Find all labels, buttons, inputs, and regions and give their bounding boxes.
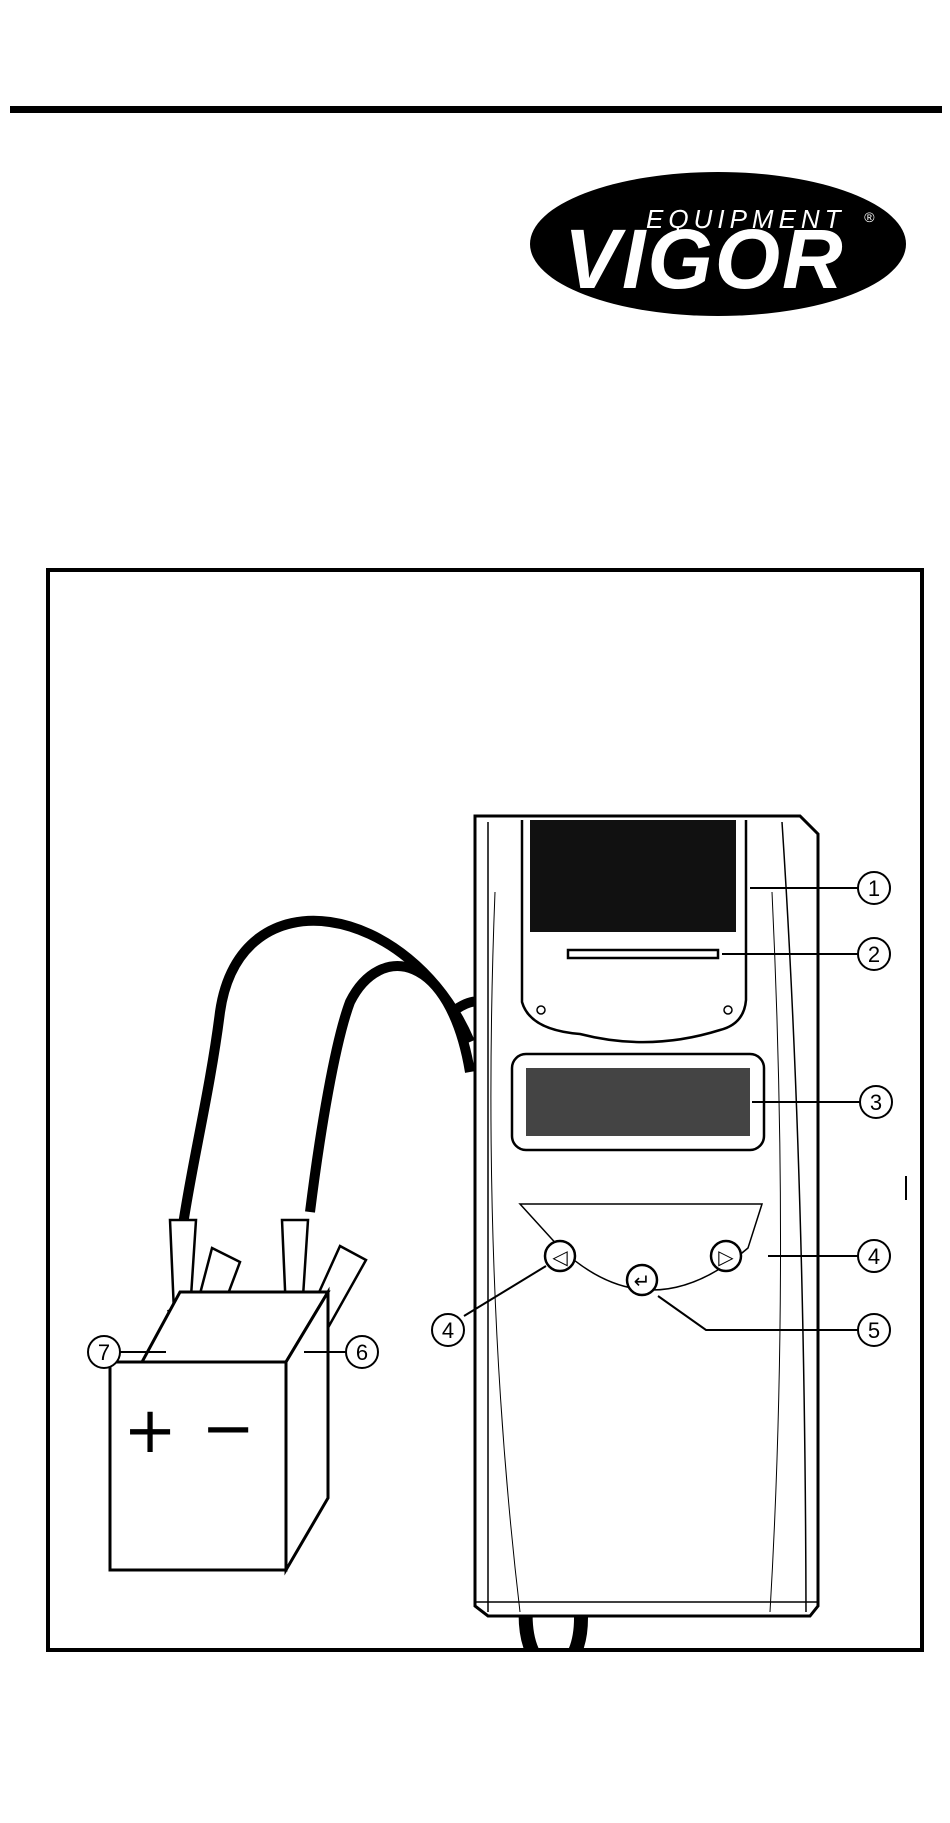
svg-text:7: 7 xyxy=(98,1340,110,1365)
svg-text:▷: ▷ xyxy=(718,1245,734,1269)
svg-text:6: 6 xyxy=(356,1340,368,1365)
paper-slot xyxy=(568,950,718,958)
svg-text:↵: ↵ xyxy=(634,1269,651,1293)
header-rule xyxy=(10,106,942,113)
svg-text:4: 4 xyxy=(868,1244,880,1269)
tester-device: ◁ ↵ ▷ xyxy=(475,816,818,1616)
cable-black xyxy=(310,966,470,1212)
callout-4-left: 4 xyxy=(432,1314,464,1346)
svg-text:1: 1 xyxy=(868,876,880,901)
battery-plus-sign: + xyxy=(123,1394,177,1468)
svg-text:2: 2 xyxy=(868,942,880,967)
callout-5: 5 xyxy=(858,1314,890,1346)
battery: + − xyxy=(110,1292,328,1570)
svg-text:3: 3 xyxy=(870,1090,882,1115)
callout-4-right: 4 xyxy=(858,1240,890,1272)
battery-minus-sign: − xyxy=(201,1392,255,1466)
callout-1: 1 xyxy=(858,872,890,904)
display-screen xyxy=(526,1068,750,1136)
callout-3: 3 xyxy=(860,1086,892,1118)
callout-6: 6 xyxy=(346,1336,378,1368)
battery-tester-figure: ◁ ↵ ▷ + − xyxy=(46,568,924,1652)
svg-text:4: 4 xyxy=(442,1318,454,1343)
logo-brand: VIGOR xyxy=(564,212,845,306)
paper-outlet xyxy=(530,820,736,932)
callout-2: 2 xyxy=(858,938,890,970)
callout-7: 7 xyxy=(88,1336,120,1368)
vigor-logo: EQUIPMENT ® VIGOR xyxy=(528,170,908,318)
svg-text:5: 5 xyxy=(868,1318,880,1343)
logo-registered: ® xyxy=(864,209,875,225)
svg-text:◁: ◁ xyxy=(551,1245,568,1269)
